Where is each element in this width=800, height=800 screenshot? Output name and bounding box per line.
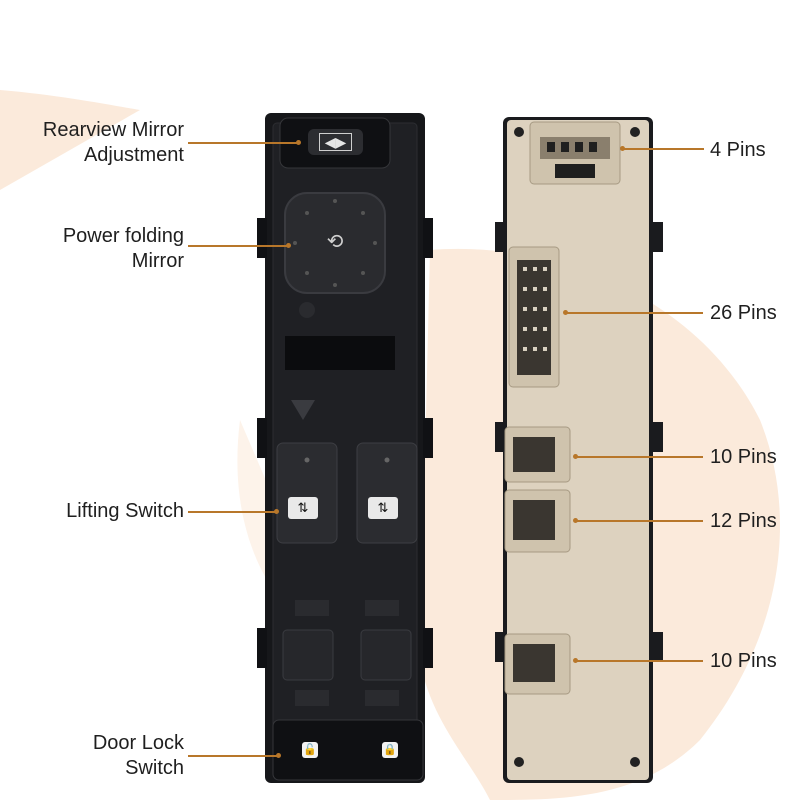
leader-line [188, 245, 288, 247]
leader-endpoint [286, 243, 291, 248]
leader-endpoint [573, 658, 578, 663]
leader-line [188, 755, 278, 757]
leader-line [622, 148, 704, 150]
leader-endpoint [274, 509, 279, 514]
label-power-folding-mirror: Power folding Mirror [62, 225, 184, 272]
leader-endpoint [573, 454, 578, 459]
left-right-arrows-icon[interactable]: ◀▶ [308, 129, 363, 155]
label-26-pins: 26 Pins [710, 302, 777, 324]
leader-line [575, 660, 703, 662]
leader-line [575, 456, 703, 458]
window-lift-icon[interactable]: ⇅ [288, 497, 318, 519]
leader-endpoint [563, 310, 568, 315]
padlock-icon[interactable]: 🔒 [382, 742, 398, 758]
leader-line [188, 511, 276, 513]
unlocked-padlock-icon[interactable]: 🔓 [302, 742, 318, 758]
label-lifting-switch: Lifting Switch [66, 500, 184, 522]
connector-back [495, 117, 663, 783]
master-switch-front [257, 113, 433, 783]
leader-line [575, 520, 703, 522]
label-12-pins: 12 Pins [710, 510, 777, 532]
mirror-fold-icon[interactable]: ⟲ [326, 230, 344, 253]
leader-endpoint [296, 140, 301, 145]
label-10-pins-upper: 10 Pins [710, 446, 777, 468]
label-rearview-mirror-adjustment: Rearview Mirror Adjustment [42, 119, 184, 166]
label-door-lock-switch: Door Lock Switch [92, 732, 184, 779]
window-lift-icon[interactable]: ⇅ [368, 497, 398, 519]
leader-endpoint [620, 146, 625, 151]
leader-endpoint [573, 518, 578, 523]
leader-endpoint [276, 753, 281, 758]
label-4-pins: 4 Pins [710, 139, 766, 161]
label-10-pins-lower: 10 Pins [710, 650, 777, 672]
leader-line [188, 142, 298, 144]
leader-line [565, 312, 703, 314]
